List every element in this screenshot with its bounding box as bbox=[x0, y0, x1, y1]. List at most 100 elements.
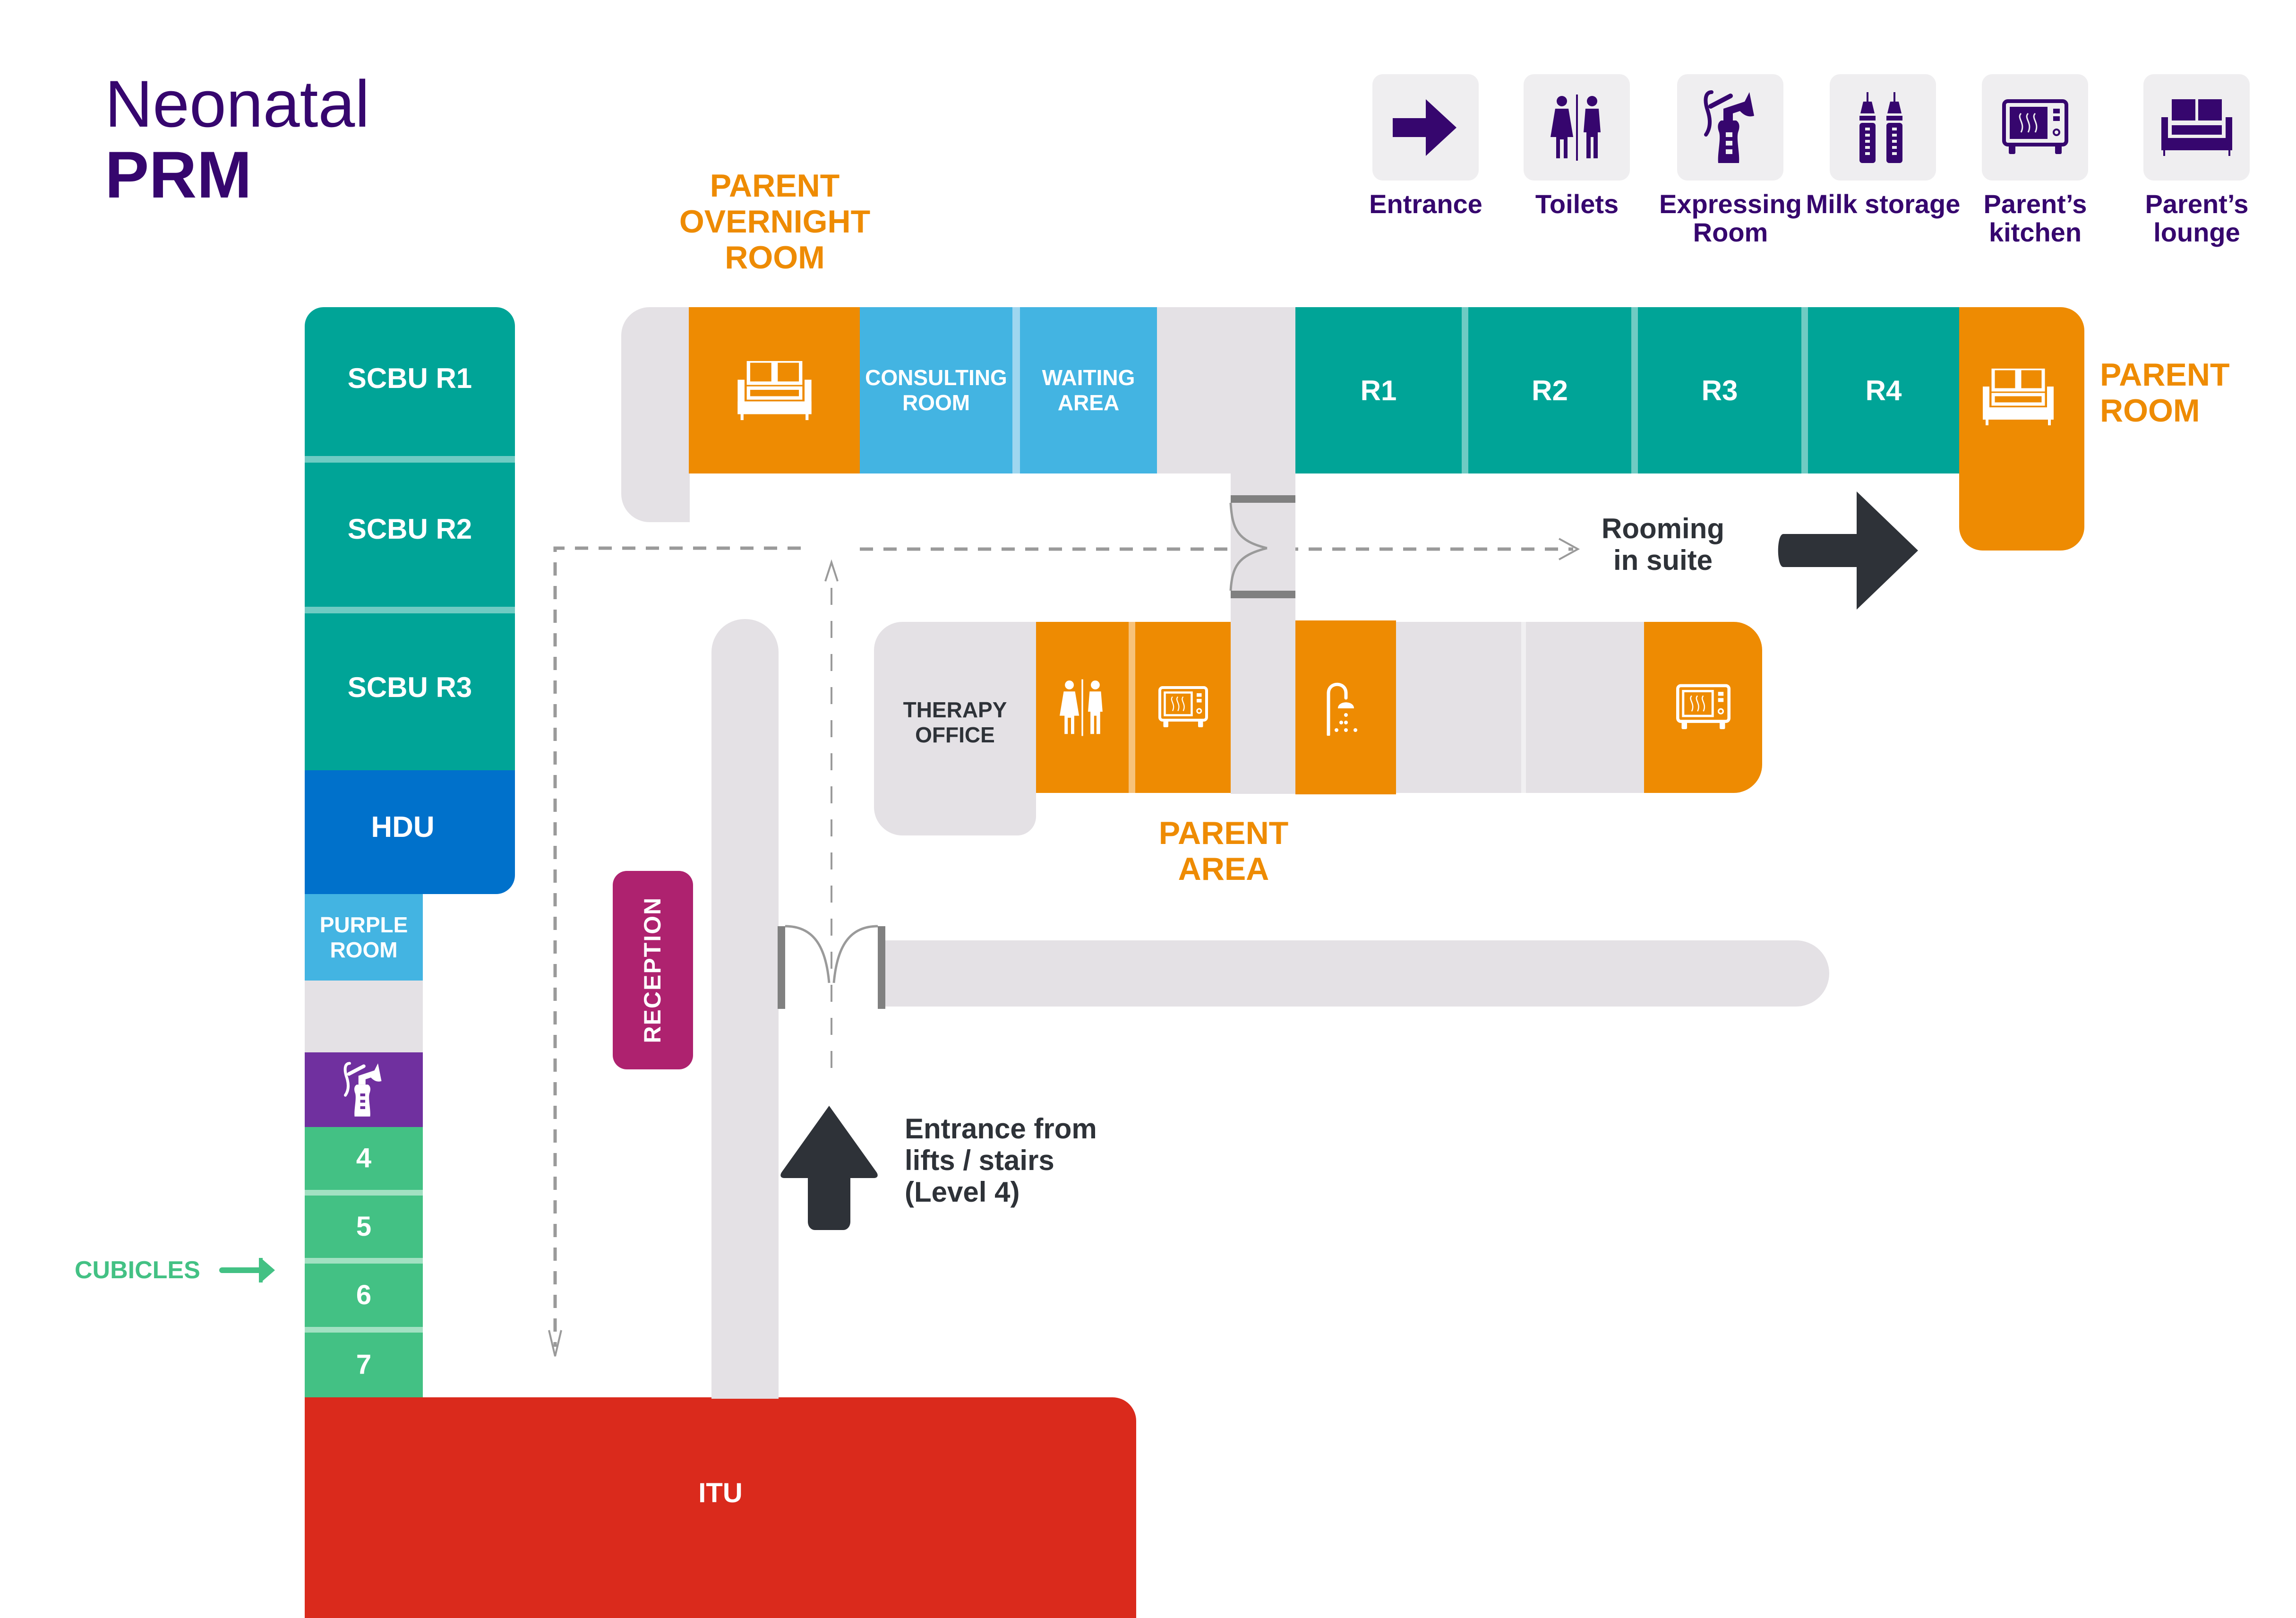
arrowhead-right bbox=[1559, 538, 1580, 560]
toilets-icon bbox=[1060, 679, 1103, 736]
suite-room-r1[interactable]: R1 bbox=[1295, 307, 1462, 473]
corridor-top-middle bbox=[1157, 307, 1295, 473]
entrance-arrow-icon bbox=[780, 1106, 878, 1230]
legend-item-milk-storage bbox=[1830, 74, 1936, 181]
corridor-segment bbox=[305, 981, 423, 1052]
breast-pump-icon bbox=[1704, 90, 1754, 163]
legend-label-entrance: Entrance bbox=[1369, 189, 1482, 219]
divider bbox=[1012, 307, 1020, 473]
room-label: SCBU R3 bbox=[347, 671, 472, 703]
rooming-in-suite-label: Rooming in suite bbox=[1602, 513, 1724, 577]
cubicle-label: 4 bbox=[356, 1143, 372, 1174]
suite-room-r4[interactable]: R4 bbox=[1808, 307, 1959, 473]
legend-tile bbox=[1524, 74, 1630, 181]
corridor-top-left bbox=[621, 307, 690, 522]
room-parent-area-1[interactable] bbox=[1396, 622, 1521, 793]
microwave-icon bbox=[2002, 99, 2068, 154]
legend-tile bbox=[1372, 74, 1479, 181]
cubicle-label: 5 bbox=[356, 1211, 372, 1242]
room-scbu-r3[interactable]: SCBU R3 bbox=[305, 613, 515, 770]
room-scbu-r2[interactable]: SCBU R2 bbox=[305, 463, 515, 607]
map-title-line2: PRM bbox=[105, 138, 252, 212]
cubicle-6[interactable]: 6 bbox=[305, 1264, 423, 1327]
parent-overnight-room-label: PARENT OVERNIGHT ROOM bbox=[679, 168, 871, 276]
room-kitchen-1[interactable] bbox=[1135, 622, 1231, 793]
legend-item-entrance bbox=[1372, 74, 1479, 181]
cubicle-4[interactable]: 4 bbox=[305, 1127, 423, 1190]
cubicle-label: 6 bbox=[356, 1279, 372, 1310]
room-expressing[interactable] bbox=[305, 1052, 423, 1127]
room-kitchen-2[interactable] bbox=[1644, 622, 1762, 793]
room-label: HDU bbox=[371, 811, 435, 844]
breast-pump-icon bbox=[343, 1061, 382, 1117]
room-label: R3 bbox=[1701, 374, 1738, 406]
reception-desk[interactable]: RECEPTION bbox=[613, 871, 693, 1069]
room-label: ITU bbox=[698, 1478, 743, 1509]
corridor-double-door[interactable] bbox=[1228, 491, 1299, 605]
legend-item-toilets bbox=[1524, 74, 1630, 181]
room-label: THERAPY OFFICE bbox=[903, 697, 1007, 747]
room-label: R1 bbox=[1360, 374, 1397, 406]
legend-label-parents-lounge: Parent’s lounge bbox=[2145, 189, 2249, 248]
route-to-itu bbox=[553, 546, 801, 1347]
legend-label-toilets: Toilets bbox=[1535, 189, 1619, 219]
divider bbox=[1631, 307, 1638, 473]
rooming-suite-arrow-icon bbox=[1778, 491, 1918, 610]
corridor-vertical-main bbox=[711, 619, 779, 1399]
divider bbox=[1462, 307, 1468, 473]
microwave-icon bbox=[1676, 684, 1731, 729]
parent-area-label: PARENT AREA bbox=[1158, 815, 1289, 887]
map-title-line1: Neonatal bbox=[105, 67, 370, 141]
suite-room-r2[interactable]: R2 bbox=[1468, 307, 1631, 473]
cubicle-7[interactable]: 7 bbox=[305, 1333, 423, 1397]
legend-item-parents-kitchen bbox=[1982, 74, 2088, 181]
cubicle-5[interactable]: 5 bbox=[305, 1196, 423, 1258]
divider bbox=[305, 607, 515, 613]
shower-icon bbox=[1327, 682, 1357, 736]
room-parent-room[interactable] bbox=[1959, 307, 2084, 551]
legend-tile bbox=[2143, 74, 2250, 181]
cubicles-label: CUBICLES bbox=[75, 1257, 200, 1284]
parent-room-label: PARENT ROOM bbox=[2100, 357, 2230, 429]
divider bbox=[1129, 622, 1135, 793]
legend-tile bbox=[1677, 74, 1783, 181]
room-shower[interactable] bbox=[1295, 620, 1396, 794]
room-label: RECEPTION bbox=[639, 897, 666, 1043]
room-parent-area-2[interactable] bbox=[1526, 622, 1644, 793]
room-consulting[interactable]: CONSULTING ROOM bbox=[860, 307, 1012, 473]
microwave-icon bbox=[1158, 686, 1208, 727]
room-waiting-area[interactable]: WAITING AREA bbox=[1020, 307, 1157, 473]
legend-item-parents-lounge bbox=[2143, 74, 2250, 181]
room-label: PURPLE ROOM bbox=[319, 912, 408, 962]
room-scbu-r1[interactable]: SCBU R1 bbox=[305, 307, 515, 458]
cubicle-label: 7 bbox=[356, 1349, 372, 1380]
entrance-double-door[interactable] bbox=[775, 921, 888, 1011]
legend-item-expressing-room bbox=[1677, 74, 1783, 181]
entrance-arrow-icon bbox=[1392, 99, 1456, 156]
room-label: R4 bbox=[1865, 374, 1902, 406]
sofa-icon bbox=[1983, 369, 2054, 425]
room-label: CONSULTING ROOM bbox=[865, 365, 1007, 415]
legend-label-milk-storage: Milk storage bbox=[1806, 189, 1961, 219]
arrowhead-down bbox=[548, 1330, 562, 1357]
divider bbox=[305, 1258, 423, 1264]
room-purple-room[interactable]: PURPLE ROOM bbox=[305, 894, 423, 981]
room-toilets[interactable] bbox=[1036, 622, 1129, 793]
room-therapy-office[interactable]: THERAPY OFFICE bbox=[874, 622, 1036, 835]
room-label: SCBU R2 bbox=[347, 513, 472, 545]
sofa-icon bbox=[2161, 99, 2232, 156]
room-hdu[interactable]: HDU bbox=[305, 770, 515, 894]
suite-room-r3[interactable]: R3 bbox=[1638, 307, 1801, 473]
divider bbox=[305, 1190, 423, 1196]
corridor-connector bbox=[1231, 454, 1295, 794]
divider bbox=[1801, 307, 1808, 473]
room-label: SCBU R1 bbox=[347, 362, 472, 394]
legend: Entrance Toilets Expressing Room bbox=[1369, 74, 2270, 263]
entrance-from-lifts-label: Entrance from lifts / stairs (Level 4) bbox=[905, 1113, 1097, 1208]
legend-label-parents-kitchen: Parent’s kitchen bbox=[1983, 189, 2087, 248]
divider bbox=[305, 456, 515, 463]
sofa-icon bbox=[737, 361, 812, 420]
room-itu[interactable]: ITU bbox=[305, 1397, 1136, 1618]
room-parent-overnight[interactable] bbox=[689, 307, 860, 473]
